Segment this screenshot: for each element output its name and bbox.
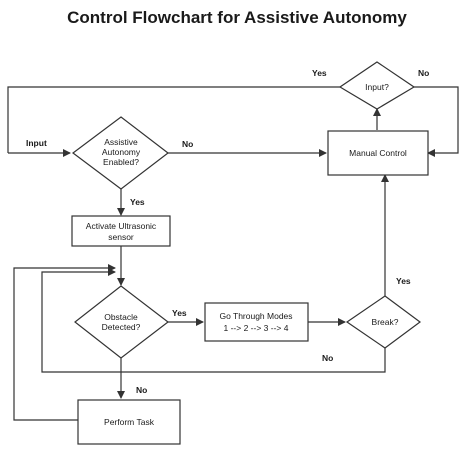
edge-label-obstacle-yes: Yes [172,308,187,318]
input-decision-diamond [338,61,416,110]
obstacle-detected-diamond [74,285,169,359]
modes-label-line1: Go Through Modes [219,311,292,321]
obstacle-label-line1: Obstacle [104,312,138,322]
manual-control-box [327,130,429,176]
edge-label-obstacle-no: No [136,385,147,395]
obstacle-label-line2: Detected? [102,322,141,332]
edge-break-no [41,268,386,373]
edge-label-input-yes: Yes [312,68,327,78]
perform-task-box [77,399,181,445]
nodes: Input? Manual Control Assistive Autonomy… [71,61,429,445]
edge-label-assistive-no: No [182,139,193,149]
edge-label-break-no: No [322,353,333,363]
edge-input-no [414,86,459,157]
activate-label-line2: sensor [108,232,134,242]
assistive-label-line1: Assistive [104,137,138,147]
assistive-autonomy-diamond [72,116,169,190]
go-through-modes-box [204,302,309,342]
break-decision-label: Break? [372,317,399,327]
perform-task-label: Perform Task [104,417,155,427]
manual-control-label: Manual Control [349,148,407,158]
edge-task-loop [13,264,116,421]
activate-label-line1: Activate Ultrasonic [86,221,157,231]
edge-label-assistive-yes: Yes [130,197,145,207]
input-decision-label: Input? [365,82,389,92]
modes-label-line2: 1 --> 2 --> 3 --> 4 [224,323,289,333]
edge-label-input: Input [26,138,47,148]
diagram-title: Control Flowchart for Assistive Autonomy [67,8,407,27]
break-decision-diamond [345,295,422,349]
edge-label-input-no: No [418,68,429,78]
activate-sensor-box [71,215,171,247]
assistive-label-line3: Enabled? [103,157,139,167]
edge-input-yes [7,86,340,153]
edge-label-break-yes: Yes [396,276,411,286]
assistive-label-line2: Autonomy [102,147,141,157]
edge-labels: Input Yes No No Yes Yes No Yes No [26,68,429,395]
edges [7,86,459,421]
